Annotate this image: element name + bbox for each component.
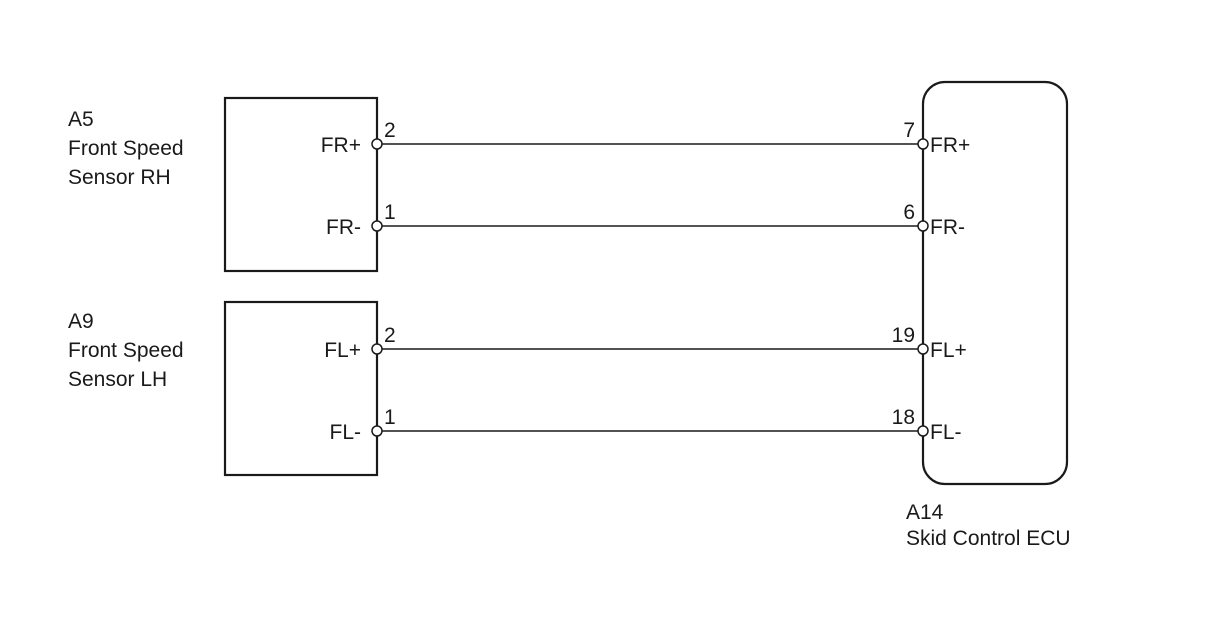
ecu-terminal-label: FL+ <box>930 339 967 362</box>
ecu-terminal-label: FL- <box>930 421 962 444</box>
ecu-pin-number: 7 <box>903 119 915 142</box>
ecu-pin-number: 18 <box>892 406 915 429</box>
sensor-pin-number: 1 <box>384 406 396 429</box>
sensor-terminal-label: FL+ <box>324 339 361 362</box>
sensor-terminal-label: FL- <box>330 421 362 444</box>
sensor-rh-box <box>223 96 379 273</box>
ecu-name: Skid Control ECU <box>906 527 1071 550</box>
sensor-rh-code: A5 <box>68 108 94 131</box>
ecu-terminal <box>917 343 929 355</box>
ecu-terminal-label: FR+ <box>930 134 970 157</box>
ecu-pin-number: 19 <box>892 324 915 347</box>
ecu-pin-number: 6 <box>903 201 915 224</box>
sensor-terminal <box>371 343 383 355</box>
sensor-lh-name-line1: Front Speed <box>68 339 184 362</box>
sensor-terminal <box>371 220 383 232</box>
sensor-lh-name-line2: Sensor LH <box>68 368 167 391</box>
sensor-pin-number: 2 <box>384 324 396 347</box>
sensor-terminal <box>371 425 383 437</box>
wire: FR- 1 6FR- <box>326 201 965 239</box>
sensor-terminal <box>371 138 383 150</box>
sensor-lh-code: A9 <box>68 310 94 333</box>
sensor-terminal-label: FR- <box>326 216 361 239</box>
sensor-pin-number: 1 <box>384 201 396 224</box>
ecu-terminal <box>917 138 929 150</box>
ecu-code: A14 <box>906 501 944 524</box>
ecu-terminal <box>917 220 929 232</box>
sensor-rh-name-line2: Sensor RH <box>68 166 171 189</box>
sensor-rh-name-line1: Front Speed <box>68 137 184 160</box>
sensor-lh-box <box>223 300 379 477</box>
ecu-box <box>921 80 1069 486</box>
ecu-terminal-label: FR- <box>930 216 965 239</box>
sensor-terminal-label: FR+ <box>321 134 361 157</box>
wire: FR+ 2 7FR+ <box>321 119 971 157</box>
sensor-pin-number: 2 <box>384 119 396 142</box>
ecu-terminal <box>917 425 929 437</box>
